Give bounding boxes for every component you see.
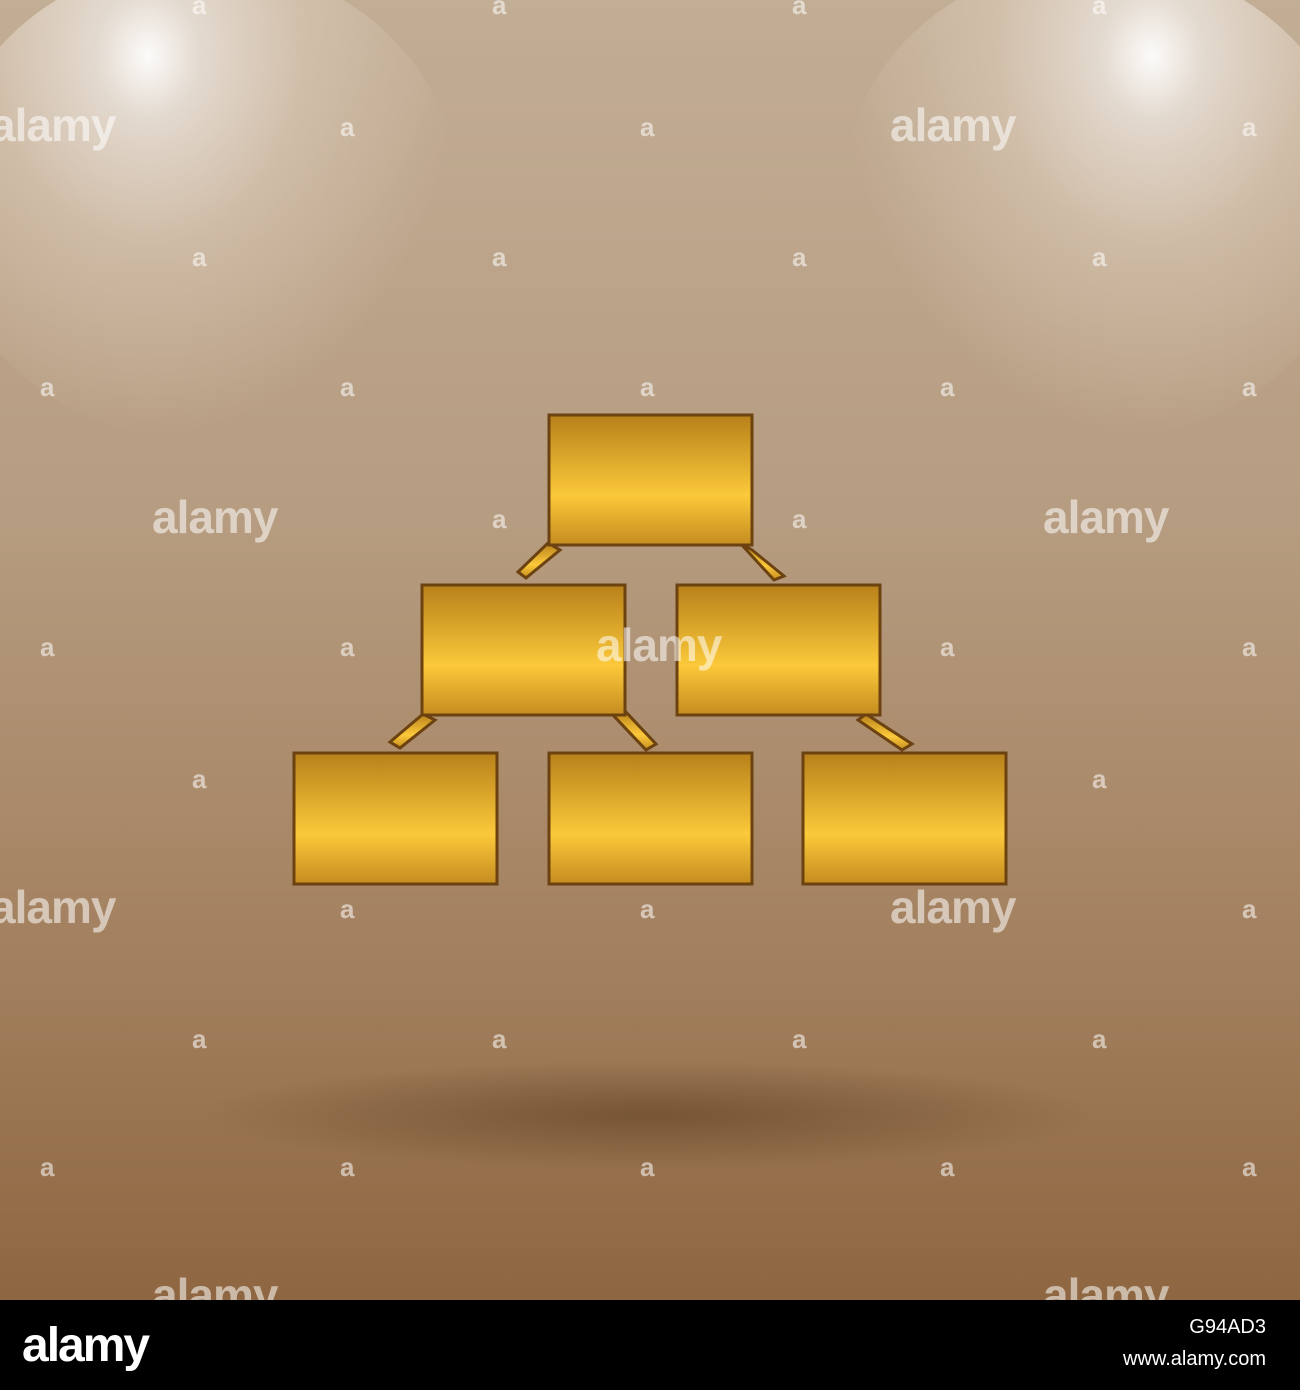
connector-line — [855, 712, 915, 752]
footer-bar: alamy G94AD3 www.alamy.com — [0, 1300, 1300, 1390]
org-box-top — [547, 413, 754, 547]
image-id: G94AD3 — [1189, 1316, 1266, 1338]
org-box-bottom-center — [547, 751, 754, 886]
org-box-middle-left — [420, 583, 627, 717]
connector-line — [515, 541, 563, 580]
image-canvas: alamy alamy alamy alamy alamy alamy alam… — [0, 0, 1300, 1300]
org-box-bottom-right — [801, 751, 1008, 886]
alamy-logo: alamy — [22, 1319, 150, 1372]
connector-line — [738, 541, 787, 582]
connector-line — [387, 712, 438, 750]
floor-shadow — [200, 1060, 1100, 1170]
org-box-middle-right — [675, 583, 882, 717]
site-url: www.alamy.com — [1123, 1348, 1266, 1370]
org-box-bottom-left — [292, 751, 499, 886]
org-chart-icon — [292, 413, 1008, 886]
